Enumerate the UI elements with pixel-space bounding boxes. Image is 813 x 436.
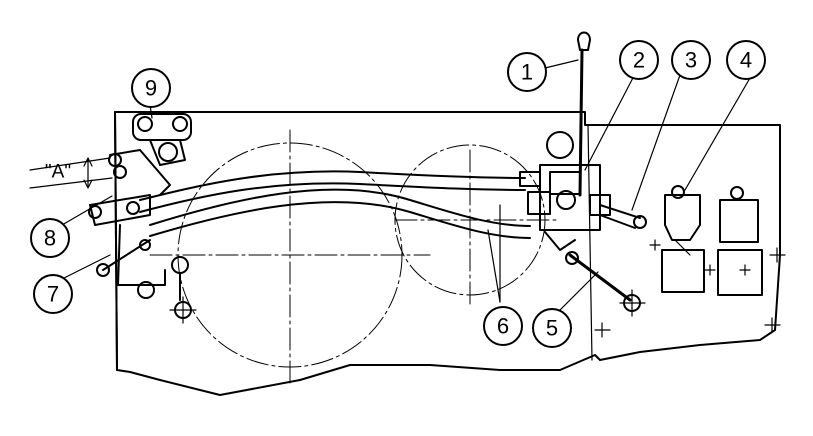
cylinder-units: [594, 185, 786, 338]
dimension-a: "A": [29, 157, 113, 189]
callout-2: 2: [619, 40, 659, 80]
callout-9-label: 9: [145, 76, 157, 101]
callout-5: 5: [532, 308, 572, 348]
callout-4: 4: [726, 40, 766, 80]
callout-3: 3: [671, 40, 711, 80]
callout-5-label: 5: [546, 316, 558, 341]
callout-9: 9: [131, 68, 171, 108]
callout-3-label: 3: [685, 48, 697, 73]
left-linkage: [88, 113, 197, 324]
callout-8-label: 8: [44, 226, 56, 251]
callout-2-label: 2: [633, 48, 645, 73]
callout-1: 1: [507, 52, 547, 92]
callout-6-label: 6: [497, 314, 509, 339]
callout-6: 6: [483, 306, 523, 346]
frame-outline: [114, 111, 781, 396]
callout-8: 8: [30, 218, 70, 258]
control-rods: [139, 170, 531, 239]
leader-lines: [59, 59, 751, 316]
callout-7-label: 7: [47, 282, 59, 307]
callout-7: 7: [33, 274, 73, 314]
wheel-outline-small: [394, 144, 561, 306]
callout-4-label: 4: [740, 48, 752, 73]
callout-1-label: 1: [521, 60, 533, 85]
dimension-a-label: "A": [45, 162, 71, 183]
wheel-outline-large: [149, 129, 431, 386]
control-block: [519, 31, 647, 317]
